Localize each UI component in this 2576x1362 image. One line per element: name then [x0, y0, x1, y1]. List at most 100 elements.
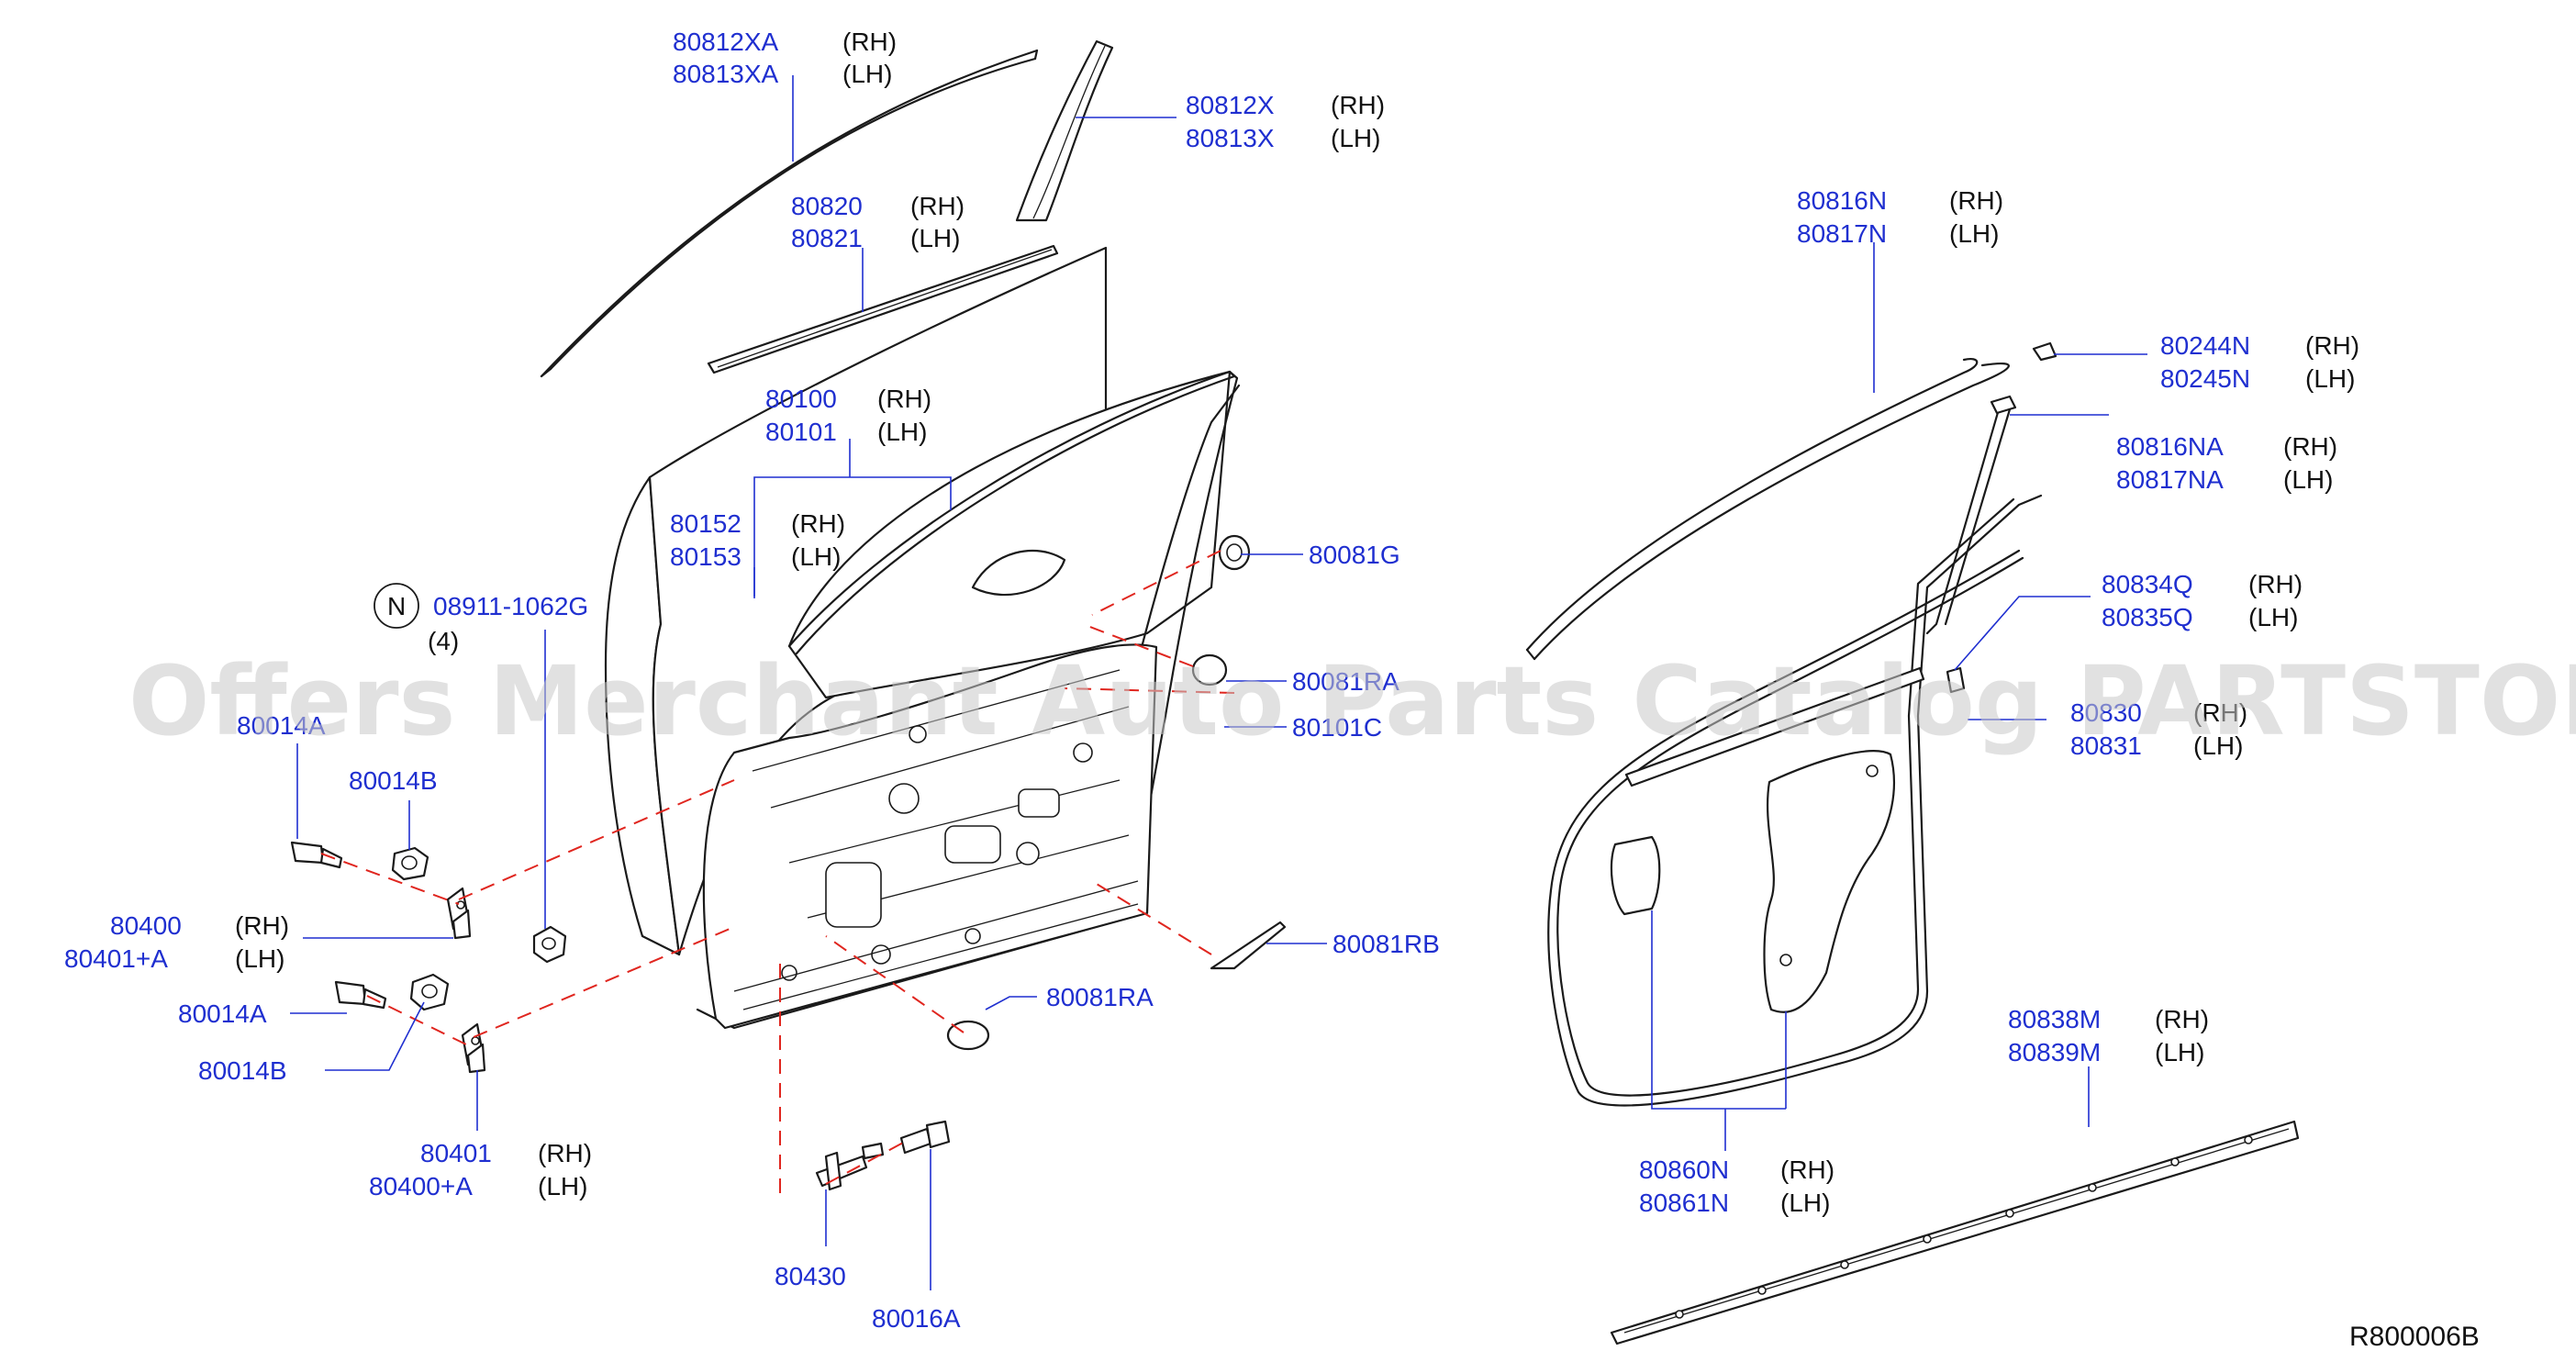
callout-80812xa[interactable]: 80812XA 80813XA (RH) (LH)	[673, 28, 897, 88]
side-label: (RH)	[2305, 331, 2359, 360]
part-number: 80430	[775, 1262, 846, 1290]
nut-80014b-top-part[interactable]	[391, 846, 429, 881]
callout-80244n[interactable]: 80244N 80245N (RH) (LH)	[2160, 331, 2359, 393]
part-number: 80830	[2070, 698, 2142, 727]
side-label: (LH)	[2193, 731, 2243, 760]
callout-80100[interactable]: 80100 80101 (RH) (LH)	[765, 385, 931, 446]
part-number: 80400+A	[369, 1172, 473, 1200]
side-label: (RH)	[1780, 1155, 1834, 1184]
part-number: 80834Q	[2102, 570, 2193, 598]
part-number: 80152	[670, 509, 742, 538]
bolt-80014a-bottom-part[interactable]	[334, 980, 387, 1010]
part-number: 80101C	[1292, 713, 1382, 742]
door-outer-weatherstrip-part[interactable]	[1525, 358, 2010, 661]
callout-80430[interactable]: 80430	[775, 1262, 846, 1290]
door-seal-screen-part[interactable]	[1610, 750, 1896, 1013]
quantity-label: (4)	[428, 627, 459, 655]
callout-80838m[interactable]: 80838M 80839M (RH) (LH)	[2008, 1005, 2209, 1066]
callout-80014a-top[interactable]: 80014A	[237, 711, 326, 740]
callout-80834q[interactable]: 80834Q 80835Q (RH) (LH)	[2102, 570, 2303, 631]
door-weatherstrip-part[interactable]	[1547, 494, 2043, 1107]
part-number: 80839M	[2008, 1038, 2101, 1066]
plug-80081ra-top-part[interactable]	[1191, 653, 1228, 687]
callout-80820[interactable]: 80820 80821 (RH) (LH)	[791, 192, 965, 252]
nut-80014b-bottom-part[interactable]	[409, 973, 450, 1011]
callout-08911-1062g[interactable]: N 08911-1062G (4)	[374, 583, 588, 655]
part-number: 80820	[791, 192, 863, 220]
side-label: (RH)	[235, 911, 289, 940]
part-number: 80153	[670, 542, 742, 571]
callout-80401[interactable]: 80401 80400+A (RH) (LH)	[369, 1139, 592, 1200]
side-label: (RH)	[842, 28, 897, 56]
part-number: 80101	[765, 418, 837, 446]
side-label: (LH)	[235, 944, 284, 973]
bolt-80014a-top-part[interactable]	[290, 841, 343, 869]
part-number: 80401	[420, 1139, 492, 1167]
side-label: (LH)	[1780, 1189, 1830, 1217]
part-number: 80014B	[198, 1056, 287, 1085]
leader-lines	[290, 75, 2147, 1290]
door-check-part[interactable]	[815, 1142, 885, 1191]
part-number: 80813XA	[673, 60, 779, 88]
side-label: (LH)	[2283, 465, 2333, 494]
callout-80860n[interactable]: 80860N 80861N (RH) (LH)	[1639, 1155, 1834, 1217]
callout-80081g[interactable]: 80081G	[1309, 541, 1400, 569]
clip-80244n-part[interactable]	[2032, 341, 2057, 362]
part-number: 80014B	[349, 766, 438, 795]
n-badge-icon	[374, 583, 419, 629]
part-number: 80817NA	[2116, 465, 2224, 494]
callout-80014b-bottom[interactable]: 80014B	[198, 1056, 287, 1085]
side-label: (LH)	[1331, 124, 1380, 152]
front-door-panel-part[interactable]	[604, 246, 1241, 1030]
side-label: (RH)	[2283, 432, 2337, 461]
callout-80816n[interactable]: 80816N 80817N (RH) (LH)	[1797, 186, 2003, 248]
part-number: 80081RB	[1333, 930, 1440, 958]
sealing-screen-80081rb-part[interactable]	[1210, 921, 1287, 970]
part-number: 80244N	[2160, 331, 2250, 360]
part-number: 80014A	[237, 711, 326, 740]
part-number: 80838M	[2008, 1005, 2101, 1033]
sash-trim-part[interactable]	[1015, 39, 1114, 222]
lower-hinge-part[interactable]	[461, 1022, 486, 1074]
part-number: 80100	[765, 385, 837, 413]
callout-80816na[interactable]: 80816NA 80817NA (RH) (LH)	[2116, 432, 2337, 494]
side-label: (LH)	[2155, 1038, 2204, 1066]
grommet-80081g-part[interactable]	[1218, 534, 1251, 571]
part-number: 80245N	[2160, 364, 2250, 393]
callout-80400[interactable]: 80400 80401+A (RH) (LH)	[64, 911, 289, 973]
inner-belt-seal-part[interactable]	[1624, 666, 1925, 787]
side-label: (RH)	[2193, 698, 2247, 727]
beltline-molding-part[interactable]	[707, 244, 1059, 374]
side-label: (RH)	[2155, 1005, 2209, 1033]
callout-80014b-top[interactable]: 80014B	[349, 766, 438, 795]
callout-80830[interactable]: 80830 80831 (RH) (LH)	[2070, 698, 2247, 760]
part-number: 80812X	[1186, 91, 1275, 119]
side-label: (RH)	[2248, 570, 2303, 598]
part-number: 80014A	[178, 999, 267, 1028]
side-label: (RH)	[910, 192, 965, 220]
part-number: 08911-1062G	[433, 592, 588, 620]
callout-80101c[interactable]: 80101C	[1292, 713, 1382, 742]
callout-80081ra-bottom[interactable]: 80081RA	[1046, 983, 1154, 1011]
callout-80812x[interactable]: 80812X 80813X (RH) (LH)	[1186, 91, 1385, 152]
bolt-08911-part[interactable]	[532, 925, 567, 964]
side-label: (RH)	[877, 385, 931, 413]
part-number: 80816NA	[2116, 432, 2224, 461]
side-label: (RH)	[1331, 91, 1385, 119]
part-number: 80081G	[1309, 541, 1400, 569]
part-number: 80816N	[1797, 186, 1887, 215]
diagram-code: R800006B	[2349, 1322, 2480, 1352]
watermark-text: Offers Merchant Auto Parts Catalog PARTS…	[128, 645, 2576, 757]
glass-run-part[interactable]	[1925, 395, 2017, 635]
bolt-80016a-part[interactable]	[899, 1120, 951, 1155]
part-number: 80016A	[872, 1304, 961, 1333]
callout-80081rb[interactable]: 80081RB	[1333, 930, 1440, 958]
part-number: 80835Q	[2102, 603, 2193, 631]
sill-molding-part[interactable]	[1610, 1120, 2300, 1345]
callout-80081ra-top[interactable]: 80081RA	[1292, 667, 1400, 696]
callout-80014a-bottom[interactable]: 80014A	[178, 999, 267, 1028]
roof-molding-part[interactable]	[540, 49, 1039, 378]
callout-80152[interactable]: 80152 80153 (RH) (LH)	[670, 509, 845, 571]
callout-80016a[interactable]: 80016A	[872, 1304, 961, 1333]
